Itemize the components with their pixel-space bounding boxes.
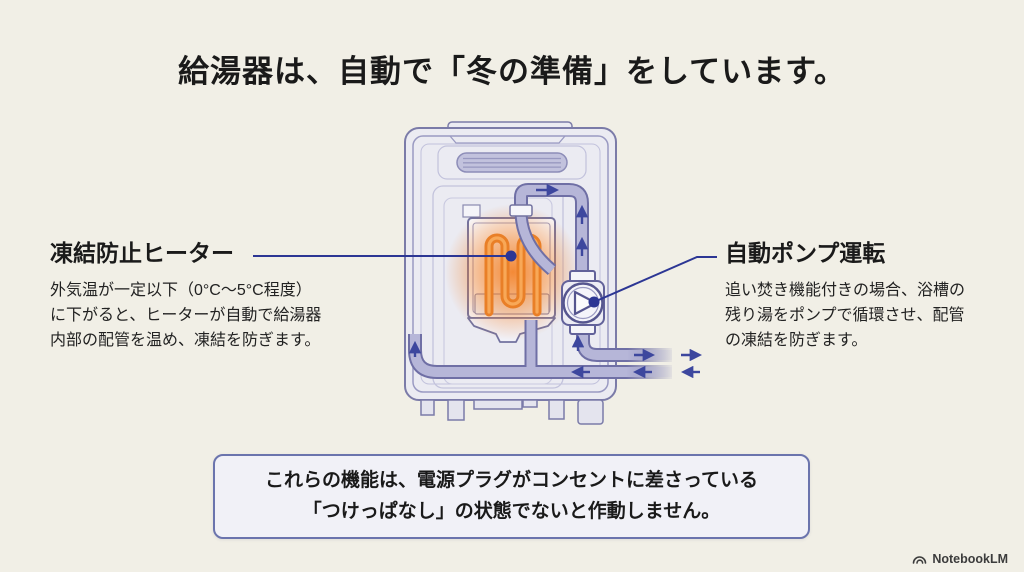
casing-feet	[420, 399, 604, 425]
callout-left-body: 外気温が一定以下（0°C〜5°C程度） に下がると、ヒーターが自動で給湯器 内部…	[50, 279, 400, 354]
connector-dot-left	[505, 250, 517, 262]
callout-auto-pump: 自動ポンプ運転 追い焚き機能付きの場合、浴槽の 残り湯をポンプで循環させ、配管 …	[725, 238, 1005, 354]
callout-right-line-1: 追い焚き機能付きの場合、浴槽の	[725, 282, 966, 300]
callout-left-line-3: 内部の配管を温め、凍結を防ぎます。	[50, 331, 321, 349]
freeze-prevention-heater-coil-icon	[445, 204, 581, 340]
callout-left-heading: 凍結防止ヒーター	[50, 240, 234, 266]
callout-left-line-1: 外気温が一定以下（0°C〜5°C程度）	[50, 282, 312, 300]
callout-right-heading: 自動ポンプ運転	[725, 240, 886, 266]
notice-line-2: 「つけっぱなし」の状態でないと作動しません。	[302, 500, 721, 522]
page-title: 給湯器は、自動で「冬の準備」をしています。	[178, 54, 846, 89]
exhaust-vent-icon	[437, 145, 587, 180]
footer-brand: NotebookLM	[912, 552, 1008, 566]
notice-box: これらの機能は、電源プラグがコンセントに差さっている 「つけっぱなし」の状態でな…	[213, 454, 810, 539]
connector-dot-right	[588, 296, 600, 308]
callout-right-line-2: 残り湯をポンプで循環させ、配管	[725, 307, 965, 324]
notebooklm-logo-icon	[913, 556, 927, 564]
callout-connectors	[253, 250, 717, 308]
flow-arrows	[408, 183, 703, 379]
footer-brand-label: NotebookLM	[932, 552, 1008, 566]
callout-right-line-3: の凍結を防ぎます。	[725, 331, 868, 349]
callout-left-line-2: に下がると、ヒーターが自動で給湯器	[50, 307, 322, 324]
callout-right-body: 追い焚き機能付きの場合、浴槽の 残り湯をポンプで循環させ、配管 の凍結を防ぎます…	[725, 279, 1005, 354]
circulation-pump-icon	[561, 270, 605, 335]
notice-line-1: これらの機能は、電源プラグがコンセントに差さっている	[264, 469, 759, 491]
connector-line-right	[593, 256, 717, 303]
pump-rotor-icon	[573, 290, 598, 316]
callout-freeze-heater: 凍結防止ヒーター 外気温が一定以下（0°C〜5°C程度） に下がると、ヒーターが…	[50, 238, 400, 354]
heater-glow	[445, 204, 581, 340]
